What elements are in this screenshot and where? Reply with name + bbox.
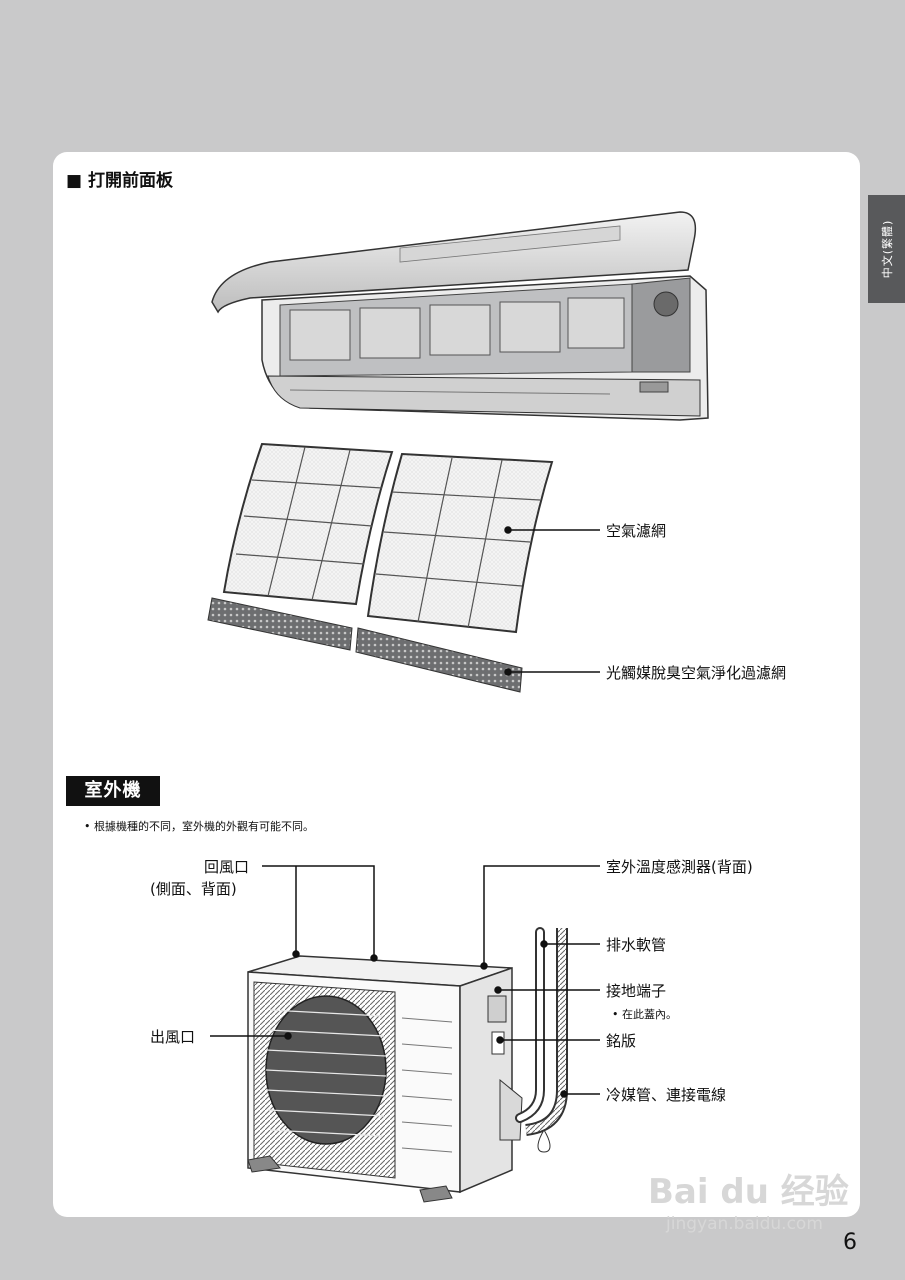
section-open-panel-title: ■ 打開前面板 (66, 166, 173, 191)
page-number: 6 (843, 1230, 857, 1255)
pipes-label: 冷媒管、連接電線 (606, 1086, 727, 1104)
air-filter-right (366, 452, 554, 634)
square-bullet-icon: ■ (66, 171, 83, 191)
nameplate-label: 銘版 (606, 1032, 637, 1050)
outdoor-unit-badge: 室外機 (66, 776, 160, 806)
earth-terminal-note: • 在此蓋內。 (612, 1008, 677, 1021)
section-title-text: 打開前面板 (87, 171, 173, 191)
indoor-leader-lines (504, 526, 600, 676)
air-intake-label: 回風口 (204, 858, 250, 876)
earth-terminal-label: 接地端子 (606, 982, 667, 1000)
deodorizing-filter-drawing (207, 597, 523, 693)
indoor-unit-drawing (211, 211, 709, 421)
temp-sensor-label: 室外溫度感測器(背面) (606, 858, 753, 876)
language-tab[interactable]: 中文(繁體) (868, 195, 905, 303)
outdoor-unit-note: • 根據機種的不同，室外機的外觀有可能不同。 (84, 820, 314, 833)
outdoor-leader-lines (210, 865, 600, 1098)
pipes-drawing (515, 927, 568, 1153)
deodorizing-filter-label: 光觸媒脫臭空氣淨化過濾網 (606, 664, 787, 682)
air-outlet-label: 出風口 (150, 1028, 196, 1046)
air-filter-label: 空氣濾網 (606, 522, 667, 540)
outdoor-unit-drawing (247, 955, 523, 1203)
watermark-brand: Bai du 经验 (648, 1172, 849, 1212)
drain-hose-label: 排水軟管 (606, 936, 667, 954)
watermark-url: jingyan.baidu.com (666, 1214, 823, 1234)
air-intake-sublabel: (側面、背面) (150, 880, 237, 898)
air-filter-left (222, 442, 394, 606)
